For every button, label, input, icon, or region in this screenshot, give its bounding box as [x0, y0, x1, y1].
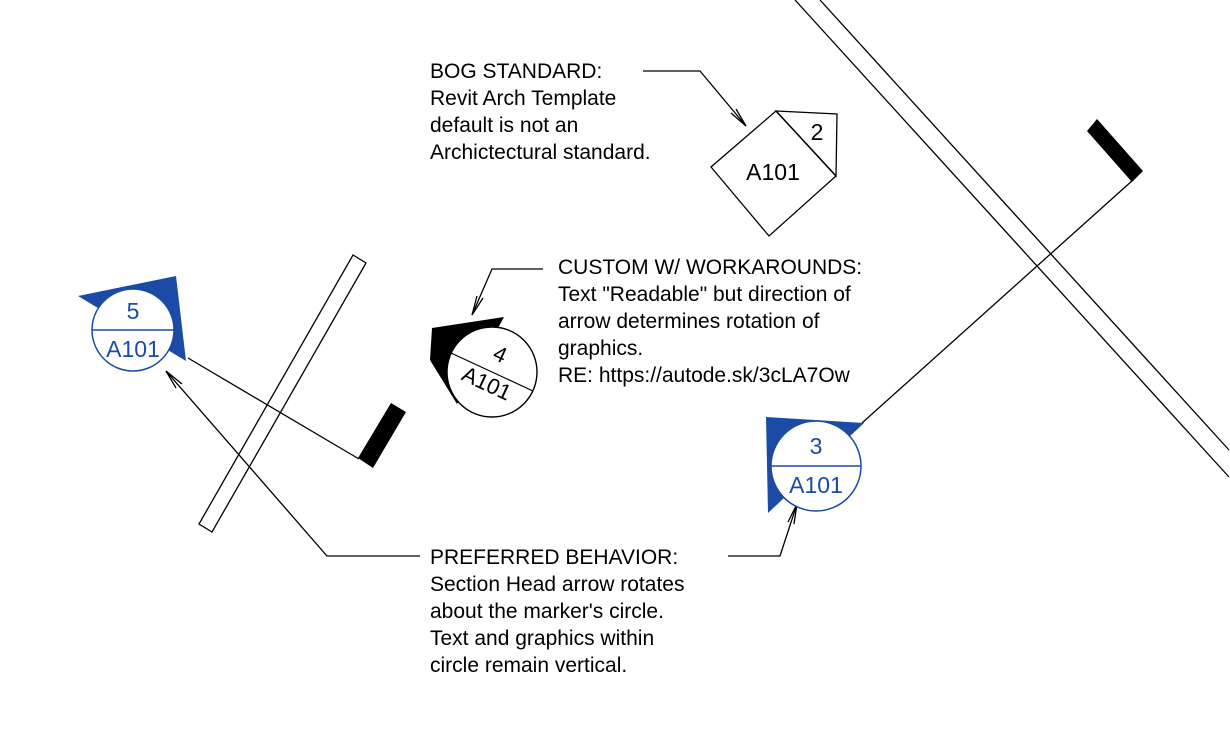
marker-bog-diamond[interactable]: [710, 110, 838, 237]
note-line: default is not an: [430, 114, 579, 137]
leader-custom: [471, 268, 543, 316]
section-tail-tick-right: [1087, 119, 1143, 182]
note-line: circle remain vertical.: [430, 654, 628, 677]
marker-custom-divider: [450, 352, 534, 392]
marker-custom-rotated[interactable]: [430, 317, 538, 418]
leader-custom-line: [471, 268, 543, 316]
wall-double-line-upper: [819, 0, 1230, 451]
note-line: arrow determines rotation of: [558, 310, 820, 333]
note-line: Archictectural standard.: [430, 141, 651, 164]
note-line: Text and graphics within: [430, 627, 655, 650]
note-line: PREFERRED BEHAVIOR:: [430, 546, 679, 569]
marker-right-sheet-number: A101: [789, 472, 843, 498]
wall-rectangle: [198, 254, 367, 533]
leader-custom-arrowhead-icon: [471, 295, 484, 316]
marker-bog-sheet-number: A101: [746, 159, 800, 185]
marker-bog-detail-number: 2: [810, 119, 824, 145]
note-line: RE: https://autode.sk/3cLA7Ow: [558, 364, 850, 387]
note-line: CUSTOM W/ WORKAROUNDS:: [558, 256, 863, 279]
leader-bog-line: [643, 70, 747, 127]
leader-bog-arrowhead-icon: [730, 108, 747, 127]
leader-preferred-right: [728, 503, 798, 557]
marker-right-detail-number: 3: [809, 433, 823, 459]
section-line-left: [187, 357, 406, 468]
leader-preferred-right-arrowhead-icon: [787, 503, 798, 525]
leader-preferred-left-line: [165, 370, 420, 557]
wall-double-line-lower: [794, 0, 1230, 478]
marker-bog-divider: [775, 110, 837, 177]
leader-bog: [643, 70, 747, 127]
note-line: Revit Arch Template: [430, 87, 617, 110]
marker-left-detail-number: 5: [126, 298, 140, 324]
marker-preferred-right[interactable]: [766, 417, 864, 513]
note-line: about the marker's circle.: [430, 600, 664, 623]
note-custom-workarounds[interactable]: CUSTOM W/ WORKAROUNDS: Text "Readable" b…: [558, 254, 862, 389]
note-line: graphics.: [558, 337, 644, 360]
leader-preferred-right-line: [728, 503, 798, 557]
marker-left-sheet-number: A101: [106, 336, 160, 362]
leader-preferred-left: [165, 370, 420, 557]
note-line: Text "Readable" but direction of: [558, 283, 851, 306]
leader-preferred-left-arrowhead-icon: [165, 370, 183, 389]
note-preferred-behavior[interactable]: PREFERRED BEHAVIOR: Section Head arrow r…: [430, 544, 684, 679]
note-line: BOG STANDARD:: [430, 60, 603, 83]
section-line-right-segment: [861, 179, 1134, 424]
section-line-right: [861, 119, 1143, 424]
marker-preferred-left[interactable]: [78, 276, 186, 372]
note-bog-standard[interactable]: BOG STANDARD: Revit Arch Template defaul…: [430, 58, 651, 166]
note-line: Section Head arrow rotates: [430, 573, 685, 596]
section-line-left-segment: [187, 357, 360, 460]
wall-double-line: [794, 0, 1230, 478]
section-tail-tick-left: [358, 403, 406, 468]
